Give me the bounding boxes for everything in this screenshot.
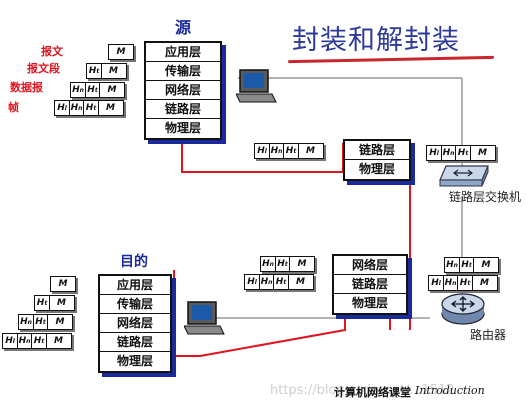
dest-computer-icon	[184, 301, 225, 335]
cell-m: M	[48, 295, 75, 311]
source-layer-network: 网络层	[146, 81, 220, 100]
pdu-label-datagram: 数据报	[10, 81, 43, 94]
source-computer-icon	[236, 69, 277, 103]
watermark-text: https://blog.csdn.net/...1512	[270, 383, 455, 398]
switch-layer-physical: 物理层	[358, 162, 395, 176]
router-protocol-stack: 网络层 链路层 物理层	[332, 254, 408, 315]
switch-layer-link: 链路层	[345, 141, 409, 160]
router-icon	[441, 293, 485, 325]
source-layer-application: 应用层	[146, 43, 220, 62]
router-layer-network: 网络层	[334, 256, 406, 275]
router-layer-physical: 物理层	[351, 296, 388, 310]
dest-layer-network: 网络层	[100, 314, 170, 333]
dest-layer-link: 链路层	[100, 333, 170, 352]
cell-m: M	[297, 143, 324, 159]
source-layer-physical: 物理层	[164, 121, 201, 135]
pdu-label-message: 报文	[41, 45, 63, 58]
cell-m: M	[289, 256, 315, 272]
cell-m: M	[469, 145, 496, 161]
switch-label: 链路层交换机	[449, 190, 522, 204]
dest-protocol-stack: 应用层 传输层 网络层 链路层 物理层	[98, 274, 172, 373]
cell-m: M	[100, 63, 127, 79]
source-layer-link: 链路层	[146, 100, 220, 119]
pdu-label-segment: 报文段	[27, 62, 60, 75]
footer-course: 计算机网络课堂	[334, 386, 411, 399]
page-title: 封装和解封装	[292, 25, 460, 56]
cell-m: M	[471, 275, 498, 291]
dest-layer-application: 应用层	[100, 276, 170, 295]
source-label: 源	[175, 18, 192, 37]
source-protocol-stack: 应用层 传输层 网络层 链路层 物理层	[144, 41, 222, 140]
cell-m: M	[287, 274, 314, 290]
pdu-label-frame: 帧	[8, 101, 19, 114]
cell-m: M	[99, 82, 125, 98]
dest-packet-message: M	[50, 276, 76, 292]
cell-m: M	[45, 333, 72, 349]
source-layer-transport: 传输层	[146, 62, 220, 81]
footer-introduction: Introduction	[415, 384, 485, 397]
switch-protocol-stack: 链路层 物理层	[343, 139, 411, 181]
dest-layer-transport: 传输层	[100, 295, 170, 314]
red-path-router-dest	[173, 270, 346, 357]
router-layer-link: 链路层	[334, 275, 406, 294]
cell-m: M	[473, 257, 499, 273]
switch-icon	[439, 165, 489, 187]
cell-m: M	[47, 314, 73, 330]
source-packet-message: M	[108, 44, 134, 60]
dest-label: 目的	[120, 254, 148, 270]
cell-m: M	[97, 100, 124, 116]
cell-m: M	[108, 44, 134, 60]
cell-m: M	[50, 276, 76, 292]
dest-layer-physical: 物理层	[116, 354, 153, 368]
router-label: 路由器	[470, 328, 507, 342]
